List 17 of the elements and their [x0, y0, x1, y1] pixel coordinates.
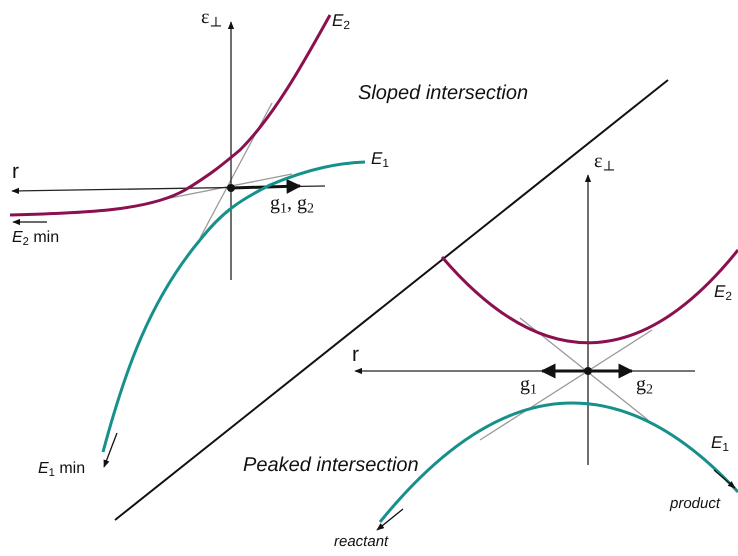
vector-label: g$_{2}$	[636, 373, 653, 398]
vector-label: g$_{1}$, g$_{2}$	[270, 192, 314, 217]
curve-label: E$_{2}$	[714, 283, 732, 304]
vector-label: g$_{1}$	[520, 373, 537, 398]
region-title: Peaked intersection	[243, 454, 419, 476]
axis-label: ε$_{⊥}$	[201, 6, 223, 31]
endpoint-label: reactant	[334, 534, 388, 550]
endpoint-label: product	[670, 496, 720, 512]
curve-label: E$_{2}$	[332, 12, 350, 32]
region-title: Sloped intersection	[358, 82, 528, 104]
curve-label: E$_{1}$	[371, 150, 389, 170]
axis-label: ε$_{⊥}$	[594, 150, 616, 175]
axis-label: r	[352, 343, 359, 366]
curve-label: E$_{1}$	[711, 434, 729, 454]
minimum-label: E$_{1}$ min	[38, 460, 86, 480]
axis-label: r	[12, 160, 19, 184]
minimum-label: E$_{2}$ min	[12, 229, 60, 248]
